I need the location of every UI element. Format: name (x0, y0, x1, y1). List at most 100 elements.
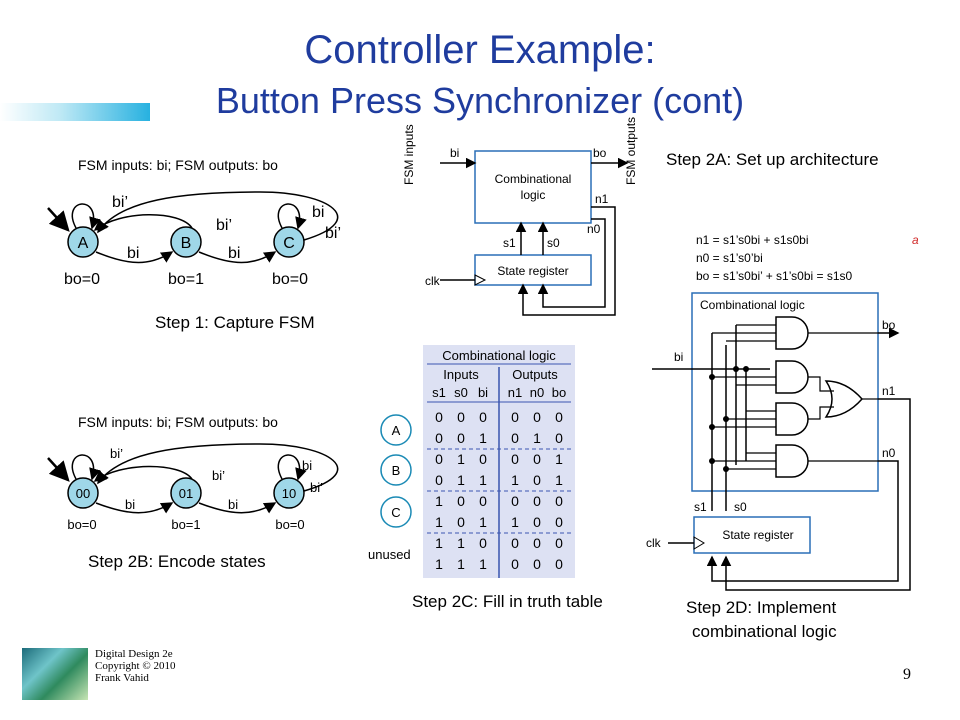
fsm2-state-10-label: 10 (282, 486, 296, 501)
truth-cell: 1 (435, 535, 443, 551)
fsm1-label-ab: bi (127, 245, 139, 262)
fsm2-state-00 (67, 477, 99, 509)
fsm2-caption: FSM inputs: bi; FSM outputs: bo (78, 414, 278, 430)
fsm2-state-01 (170, 477, 202, 509)
truth-cell: 1 (435, 556, 443, 572)
arch-fsm-outputs: FSM outputs (624, 117, 638, 185)
fsm1-out-c: bo=0 (272, 271, 308, 288)
fsm1-state-b-label: B (181, 235, 192, 252)
truth-cell: 1 (511, 472, 519, 488)
truth-cell: 1 (457, 472, 465, 488)
or-gate (824, 380, 864, 418)
step2d-label-2: combinational logic (692, 622, 837, 641)
truth-cell: 1 (457, 556, 465, 572)
arch-state-register-label: State register (497, 264, 568, 278)
truth-group-markers: A B C (378, 400, 418, 580)
equation-bo: bo = s1’s0bi’ + s1’s0bi = s1s0 (696, 269, 853, 283)
arch-comb-label-1: Combinational (495, 172, 572, 186)
equation-n0: n0 = s1’s0’bi (696, 251, 763, 265)
truth-cell: 0 (555, 430, 563, 446)
arch-s0-label: s0 (547, 236, 560, 250)
truth-cell: 0 (435, 451, 443, 467)
truth-cell: 1 (435, 493, 443, 509)
step2b-label: Step 2B: Encode states (88, 552, 266, 571)
truth-cell: 0 (533, 514, 541, 530)
truth-cell: 1 (435, 514, 443, 530)
fsm2-label-b-back: bi’ (212, 468, 225, 483)
truth-inputs-header: Inputs (443, 367, 479, 382)
truth-header-s0: s0 (454, 385, 468, 400)
truth-cell: 0 (555, 556, 563, 572)
fsm1-out-b: bo=1 (168, 271, 204, 288)
fsm1-state-b (170, 226, 202, 258)
truth-header-s1: s1 (432, 385, 446, 400)
truth-cell: 0 (511, 535, 519, 551)
fsm1-label-c-back: bi’ (325, 225, 341, 242)
arch-fsm-inputs: FSM inputs (402, 124, 416, 185)
arch-n1-label: n1 (595, 192, 609, 206)
truth-header-bi: bi (478, 385, 488, 400)
fsm1-label-c-loop: bi (312, 204, 324, 221)
truth-cell: 0 (435, 409, 443, 425)
impl-n1-label: n1 (882, 384, 896, 398)
fsm2-out-01: bo=1 (171, 517, 200, 532)
fsm1-label-b-back: bi’ (216, 217, 232, 234)
step2c-label: Step 2C: Fill in truth table (412, 592, 603, 611)
and-gate-4 (775, 444, 809, 478)
group-c-marker (380, 496, 412, 528)
impl-n0-label: n0 (882, 446, 896, 460)
footer-credit: Digital Design 2e Copyright © 2010 Frank… (95, 648, 175, 684)
impl-state-register-label: State register (722, 528, 793, 542)
step1-label: Step 1: Capture FSM (155, 313, 315, 332)
fsm2-state-00-label: 00 (76, 486, 90, 501)
truth-cell: 0 (457, 514, 465, 530)
fsm1-label-a-loop: bi’ (112, 194, 128, 211)
truth-cell: 0 (511, 556, 519, 572)
fsm2-state-01-label: 01 (179, 486, 193, 501)
impl-state-register-box (693, 516, 811, 554)
fsm2-out-10: bo=0 (275, 517, 304, 532)
fsm1-caption: FSM inputs: bi; FSM outputs: bo (78, 157, 278, 173)
fsm2-label-a-loop: bi’ (110, 446, 123, 461)
truth-cell: 1 (555, 451, 563, 467)
fsm1-diagram: A B C bi’ bi bi’ bi bi bi’ bo=0 bo=1 bo=… (47, 191, 341, 288)
impl-comb-label: Combinational logic (700, 298, 805, 312)
truth-cell: 0 (511, 493, 519, 509)
and-gate-2 (775, 360, 809, 394)
equation-n1: n1 = s1’s0bi + s1s0bi (696, 233, 809, 247)
truth-cell: 0 (479, 451, 487, 467)
truth-header-bo: bo (552, 385, 566, 400)
fsm2-label-c-back: bi’ (310, 480, 323, 495)
fsm2-label-ab: bi (125, 497, 135, 512)
footer-line-3: Frank Vahid (95, 672, 149, 684)
fsm2-state-10 (273, 477, 305, 509)
truth-header-n1: n1 (508, 385, 522, 400)
truth-cell: 0 (533, 472, 541, 488)
truth-cell: 0 (511, 409, 519, 425)
truth-cell: 0 (479, 409, 487, 425)
truth-cell: 0 (533, 493, 541, 509)
fsm2-diagram: 00 01 10 bi’ bi bi’ bi bi bi’ bo=0 bo=1 … (47, 443, 339, 532)
impl-bo-label: bo (882, 318, 896, 332)
truth-title: Combinational logic (442, 348, 556, 363)
truth-cell: 1 (511, 514, 519, 530)
slide-title: Controller Example: (304, 28, 656, 72)
truth-cell: 0 (533, 535, 541, 551)
truth-cell: 0 (479, 535, 487, 551)
group-b-marker (380, 454, 412, 486)
and-gate-1 (775, 316, 809, 350)
truth-cell: 0 (479, 493, 487, 509)
truth-cell: 0 (457, 430, 465, 446)
fsm1-state-c-label: C (283, 235, 295, 252)
fsm2-label-c-loop: bi (302, 458, 312, 473)
truth-cell: 0 (555, 514, 563, 530)
step2a-label: Step 2A: Set up architecture (666, 150, 879, 169)
footer-line-2: Copyright © 2010 (95, 660, 176, 672)
impl-s0-label: s0 (734, 500, 747, 514)
truth-cell: 1 (457, 535, 465, 551)
truth-cell: 0 (435, 472, 443, 488)
fsm1-out-a: bo=0 (64, 271, 100, 288)
arch-s1-label: s1 (503, 236, 516, 250)
truth-cell: 0 (533, 451, 541, 467)
truth-cell: 0 (457, 409, 465, 425)
